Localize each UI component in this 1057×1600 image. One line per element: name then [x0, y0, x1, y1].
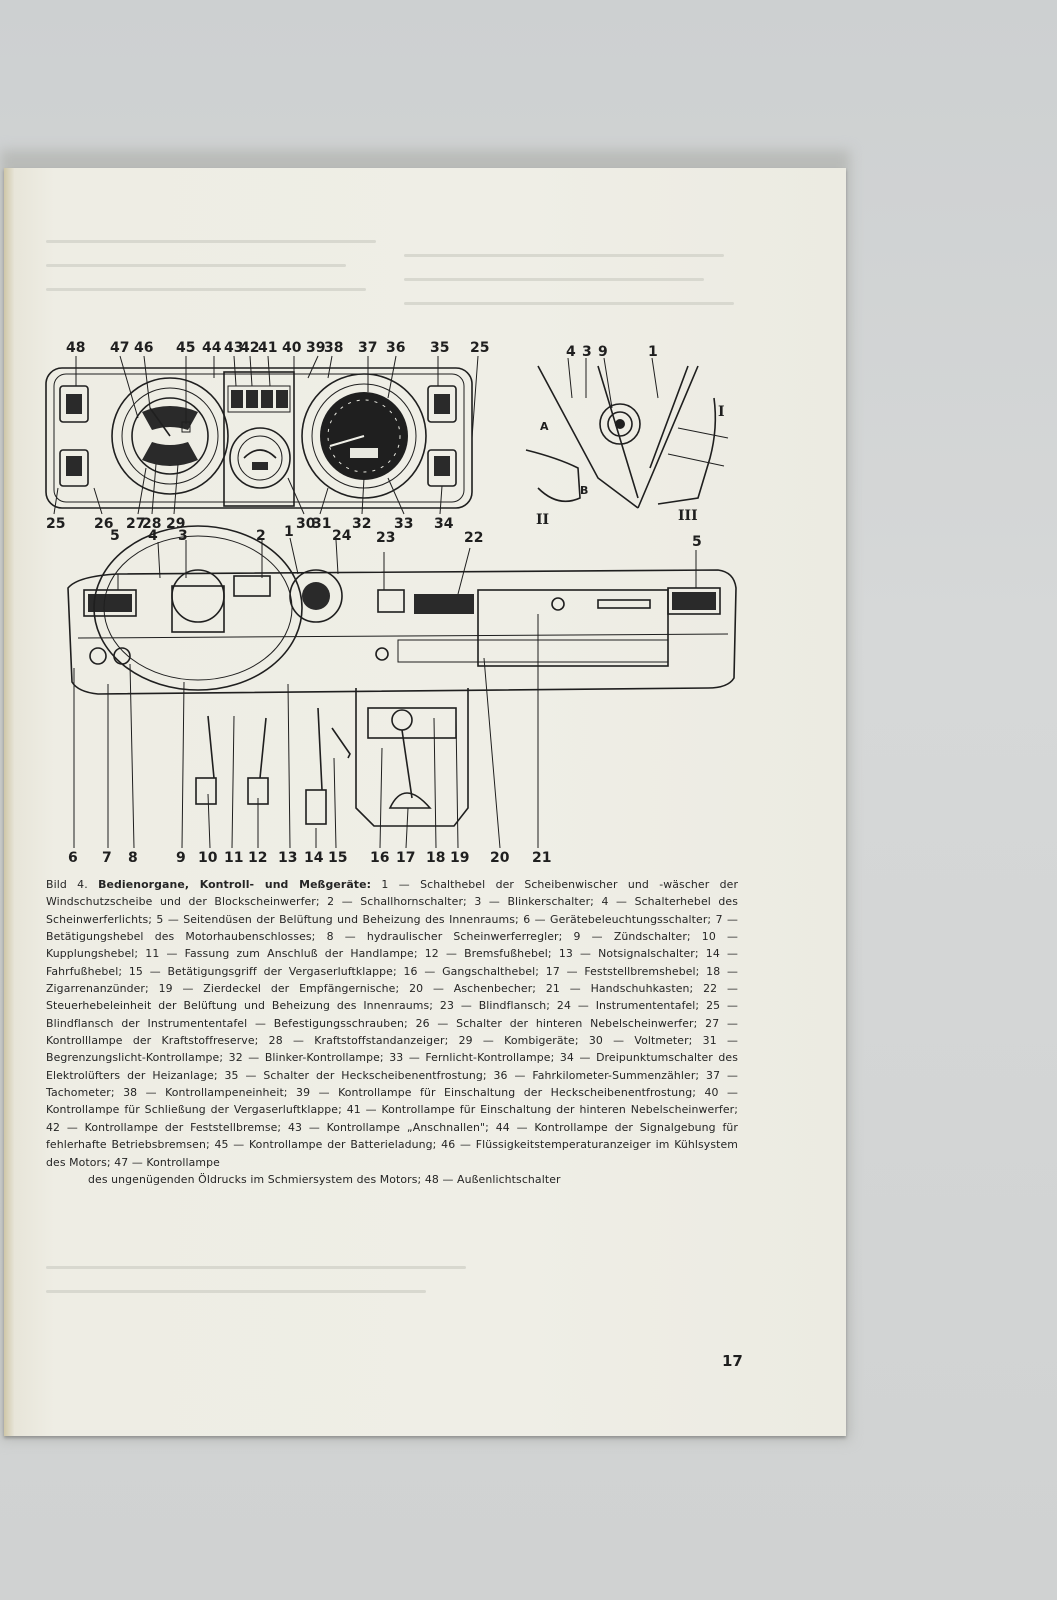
svg-text:25: 25: [46, 516, 65, 532]
svg-text:17: 17: [396, 850, 415, 866]
svg-text:36: 36: [386, 340, 405, 356]
caption-last-line: des ungenügenden Öldrucks im Schmiersyst…: [88, 1172, 561, 1186]
svg-text:30: 30: [296, 516, 316, 532]
steering-column-inset: [525, 357, 729, 509]
svg-text:1: 1: [648, 344, 658, 360]
svg-text:20: 20: [490, 850, 510, 866]
svg-text:III: III: [678, 508, 698, 524]
svg-text:19: 19: [450, 850, 469, 866]
svg-text:13: 13: [278, 850, 297, 866]
svg-text:24: 24: [332, 528, 352, 544]
svg-text:35: 35: [430, 340, 449, 356]
svg-text:5: 5: [692, 534, 702, 550]
svg-text:40: 40: [282, 340, 302, 356]
dashboard-panel: [67, 525, 737, 849]
svg-text:45: 45: [176, 340, 195, 356]
svg-text:9: 9: [598, 344, 608, 360]
svg-text:48: 48: [66, 340, 85, 356]
svg-text:14: 14: [304, 850, 324, 866]
instrument-cluster: [45, 355, 479, 515]
page-binding-edge: [4, 168, 14, 1436]
page-number: 17: [722, 1352, 743, 1370]
svg-text:16: 16: [370, 850, 389, 866]
svg-text:7: 7: [102, 850, 112, 866]
svg-text:3: 3: [178, 528, 188, 544]
show-through: [46, 1266, 466, 1269]
svg-text:29: 29: [166, 516, 185, 532]
svg-text:33: 33: [394, 516, 413, 532]
svg-text:8: 8: [128, 850, 138, 866]
svg-text:12: 12: [248, 850, 267, 866]
svg-text:28: 28: [142, 516, 161, 532]
svg-text:1: 1: [284, 524, 294, 540]
svg-text:15: 15: [328, 850, 347, 866]
svg-text:38: 38: [324, 340, 343, 356]
svg-text:31: 31: [312, 516, 331, 532]
dashboard-diagram: 48 47 46 45 44 43 42 41 40 39 38 37 36 3…: [45, 340, 737, 866]
svg-text:I: I: [718, 404, 725, 420]
svg-text:42: 42: [240, 340, 259, 356]
svg-text:21: 21: [532, 850, 551, 866]
svg-text:5: 5: [110, 528, 120, 544]
svg-text:47: 47: [110, 340, 129, 356]
svg-text:22: 22: [464, 530, 483, 546]
svg-text:A: A: [540, 420, 549, 433]
svg-text:39: 39: [306, 340, 325, 356]
svg-text:4: 4: [566, 344, 576, 360]
figure-caption: Bild 4. Bedienorgane, Kontroll- und Meßg…: [46, 876, 738, 1188]
svg-text:32: 32: [352, 516, 371, 532]
svg-text:10: 10: [198, 850, 218, 866]
show-through: [404, 278, 704, 281]
svg-text:25: 25: [470, 340, 489, 356]
show-through: [46, 264, 346, 267]
svg-text:II: II: [536, 512, 549, 528]
svg-text:9: 9: [176, 850, 186, 866]
svg-text:34: 34: [434, 516, 454, 532]
svg-text:26: 26: [94, 516, 113, 532]
show-through: [404, 302, 734, 305]
caption-body: 1 — Schalthebel der Scheibenwischer und …: [46, 878, 739, 1169]
caption-title: Bedienorgane, Kontroll- und Meßgeräte:: [98, 878, 372, 891]
svg-text:6: 6: [68, 850, 78, 866]
figure-label: Bild 4.: [46, 878, 88, 891]
svg-text:3: 3: [582, 344, 592, 360]
show-through: [46, 240, 376, 243]
svg-text:23: 23: [376, 530, 395, 546]
svg-text:44: 44: [202, 340, 222, 356]
svg-text:2: 2: [256, 528, 266, 544]
svg-text:B: B: [580, 484, 588, 497]
show-through: [404, 254, 724, 257]
show-through: [46, 1290, 426, 1293]
svg-text:18: 18: [426, 850, 445, 866]
svg-text:11: 11: [224, 850, 243, 866]
svg-text:46: 46: [134, 340, 153, 356]
show-through: [46, 288, 366, 291]
svg-text:41: 41: [258, 340, 277, 356]
svg-text:43: 43: [224, 340, 243, 356]
svg-text:4: 4: [148, 528, 158, 544]
svg-text:37: 37: [358, 340, 377, 356]
svg-text:27: 27: [126, 516, 145, 532]
